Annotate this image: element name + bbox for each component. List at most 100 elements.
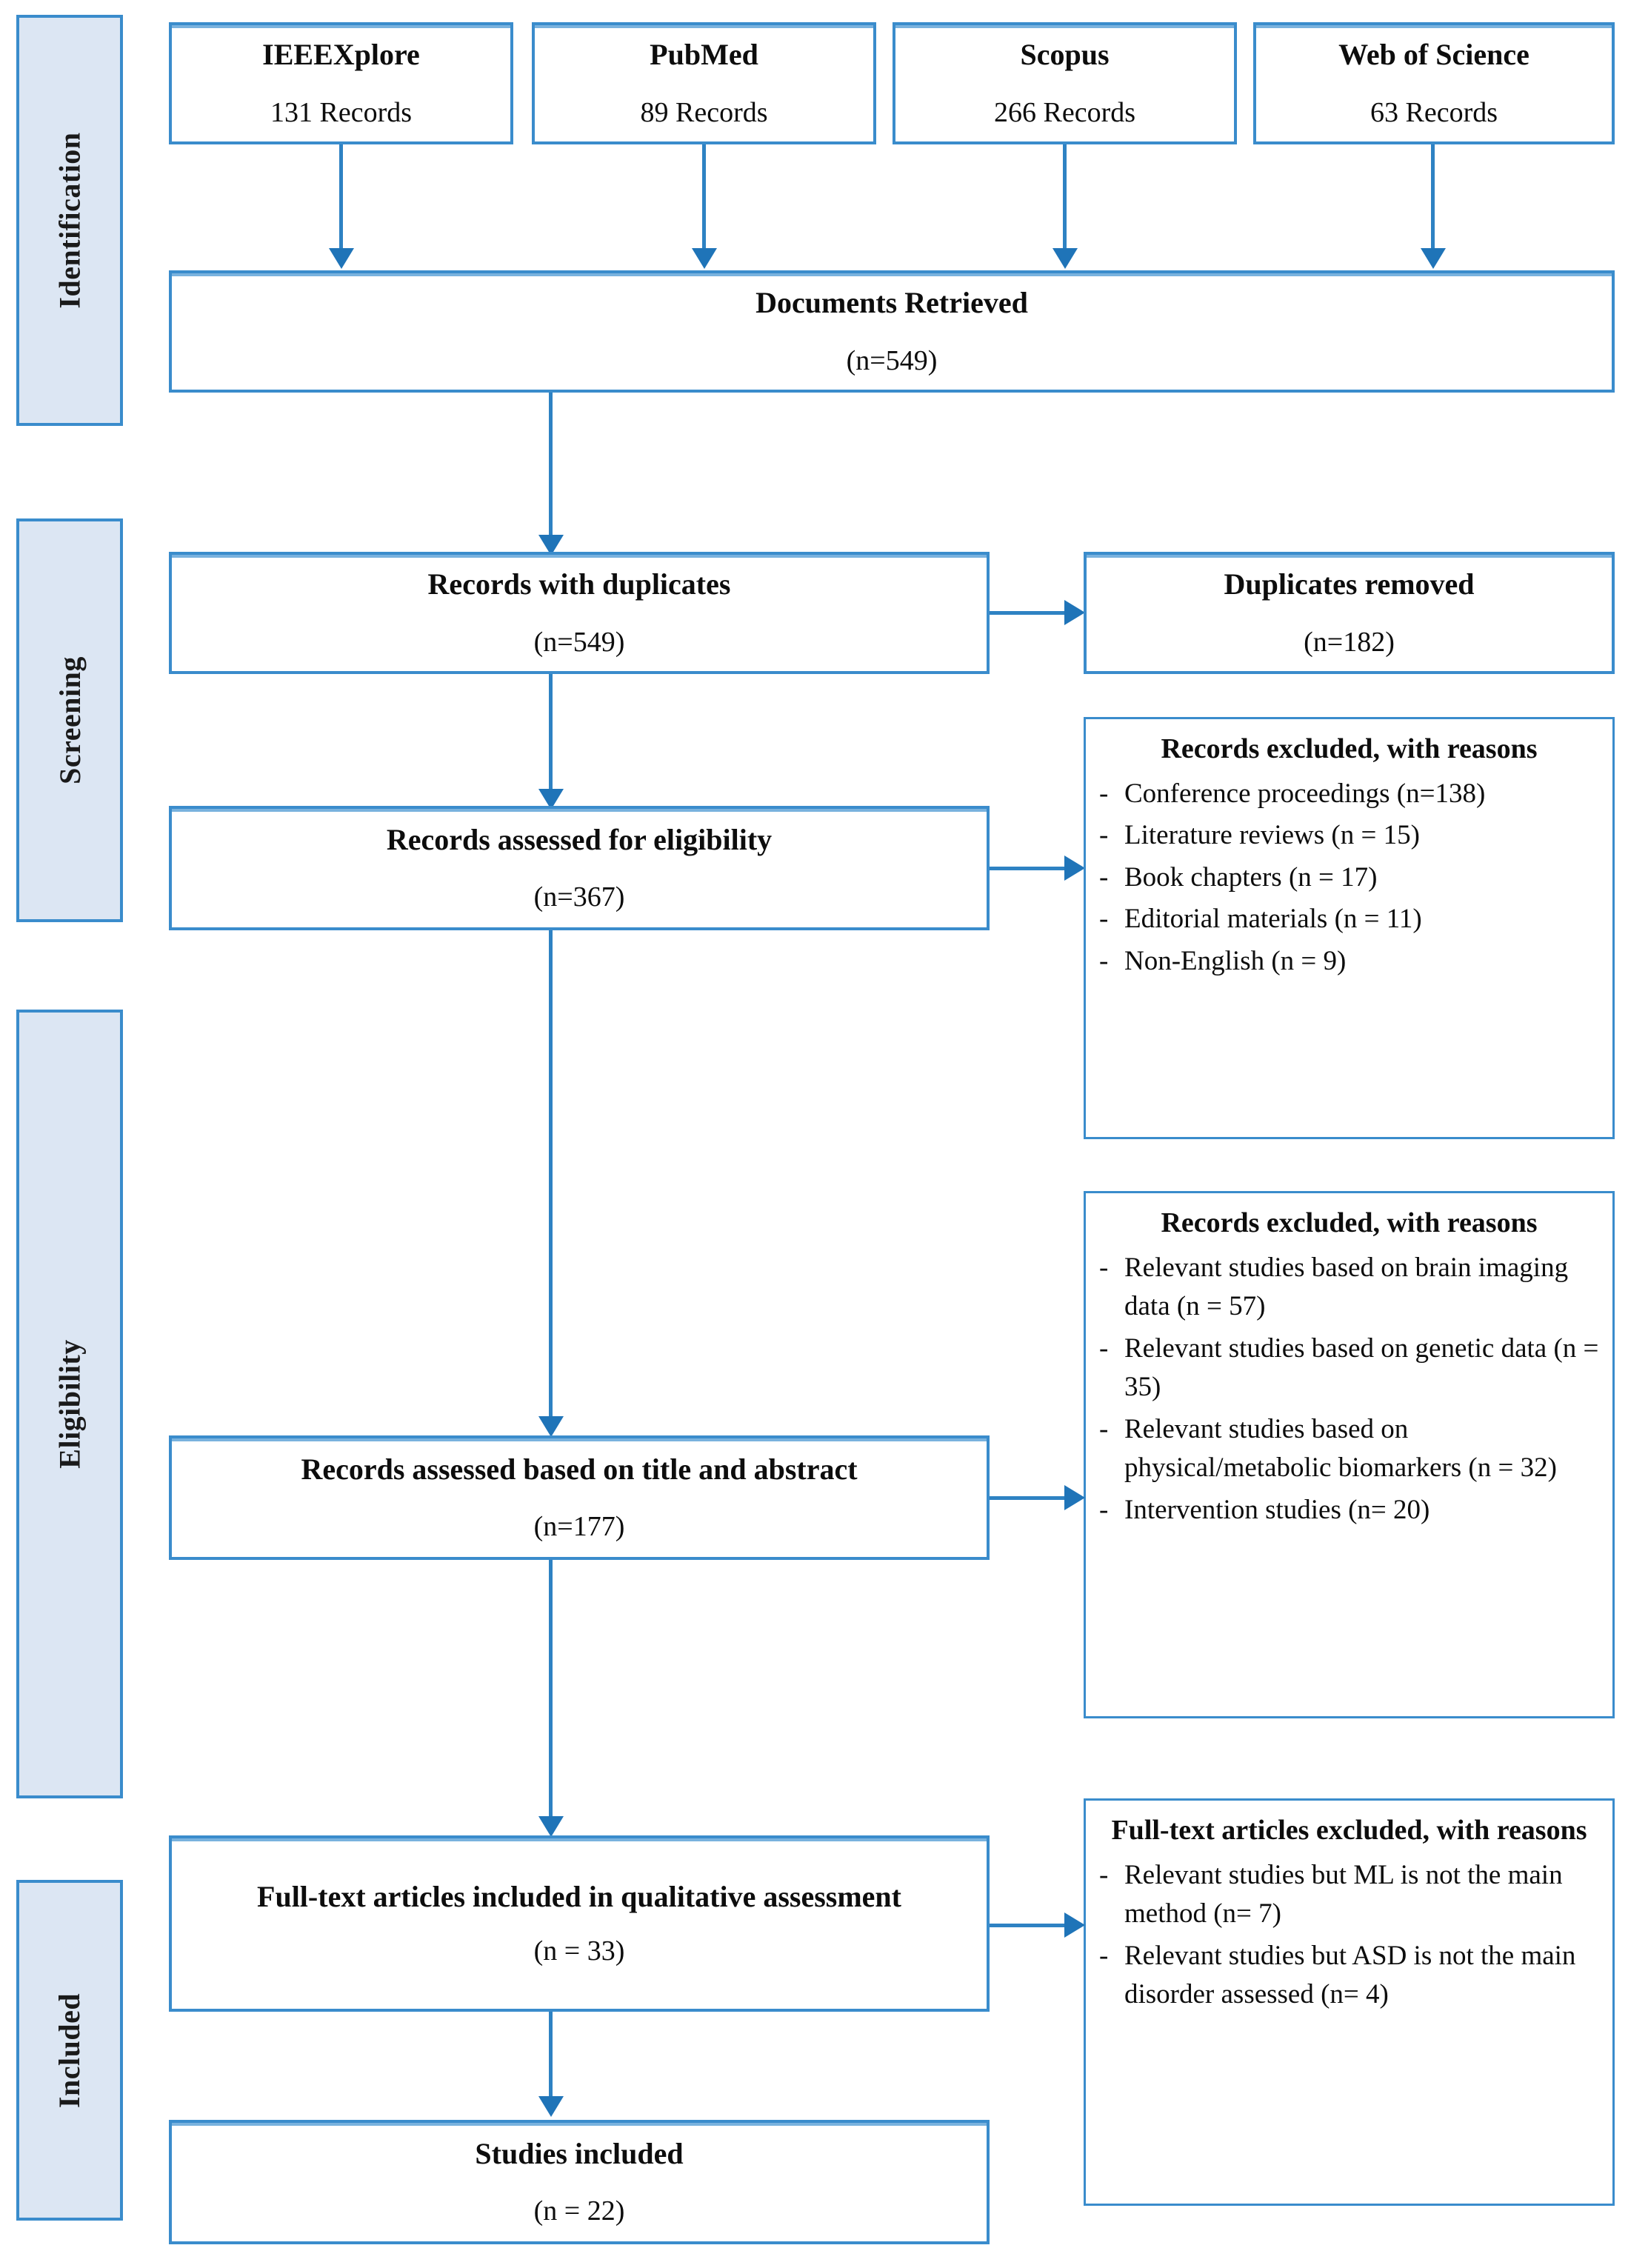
box-count: (n=549) xyxy=(846,344,938,376)
list-item: -Book chapters (n = 17) xyxy=(1099,858,1599,898)
source-box-pubmed: PubMed 89 Records xyxy=(532,22,876,144)
bullet-dash: - xyxy=(1099,1413,1109,1444)
box-title: Full-text articles included in qualitati… xyxy=(257,1879,901,1913)
bullet-dash: - xyxy=(1099,945,1109,976)
connector-eligibility-to-title-abstract xyxy=(549,930,553,1423)
list-item: -Editorial materials (n = 11) xyxy=(1099,900,1599,939)
reason-text: Non-English (n = 9) xyxy=(1124,945,1347,976)
box-fulltext-excluded: Full-text articles excluded, with reason… xyxy=(1084,1798,1615,2206)
connector-title-abstract-to-excluded xyxy=(990,1496,1072,1500)
arrow-pubmed-to-retrieved xyxy=(692,248,717,269)
list-item: -Relevant studies based on brain imaging… xyxy=(1099,1249,1599,1327)
connector-wos-to-retrieved xyxy=(1431,144,1435,252)
bullet-dash: - xyxy=(1099,861,1109,893)
excluded-reason-list: -Conference proceedings (n=138) -Literat… xyxy=(1099,772,1599,981)
box-studies-included: Studies included (n = 22) xyxy=(169,2120,990,2244)
connector-eligibility-to-excluded xyxy=(990,867,1072,870)
box-count: (n=549) xyxy=(533,626,625,658)
source-records: 89 Records xyxy=(640,96,768,128)
reason-text: Conference proceedings (n=138) xyxy=(1124,778,1486,809)
arrow-title-abstract-to-fulltext xyxy=(538,1816,564,1837)
connector-duplicates-to-removed xyxy=(990,611,1072,615)
source-box-scopus: Scopus 266 Records xyxy=(893,22,1237,144)
bullet-dash: - xyxy=(1099,904,1109,935)
arrow-eligibility-to-excluded xyxy=(1064,855,1085,881)
stage-included-label: Included xyxy=(53,1992,87,2108)
list-item: -Non-English (n = 9) xyxy=(1099,942,1599,981)
box-duplicates-removed: Duplicates removed (n=182) xyxy=(1084,552,1615,674)
connector-title-abstract-to-fulltext xyxy=(549,1560,553,1823)
reason-text: Relevant studies based on brain imaging … xyxy=(1124,1252,1569,1322)
box-fulltext-included: Full-text articles included in qualitati… xyxy=(169,1835,990,2012)
stage-screening: Screening xyxy=(16,518,123,922)
reason-text: Book chapters (n = 17) xyxy=(1124,861,1378,893)
box-count: (n = 22) xyxy=(533,2195,625,2227)
stage-eligibility: Eligibility xyxy=(16,1010,123,1798)
box-title: Records assessed for eligibility xyxy=(386,822,773,856)
bullet-dash: - xyxy=(1099,1859,1109,1890)
excluded-title: Records excluded, with reasons xyxy=(1161,733,1538,764)
arrow-eligibility-to-title-abstract xyxy=(538,1416,564,1437)
reason-text: Relevant studies but ML is not the main … xyxy=(1124,1859,1563,1930)
bullet-dash: - xyxy=(1099,1940,1109,1971)
list-item: -Intervention studies (n= 20) xyxy=(1099,1491,1599,1530)
reason-text: Editorial materials (n = 11) xyxy=(1124,904,1422,935)
arrow-fulltext-to-studies xyxy=(538,2096,564,2117)
source-name: IEEEXplore xyxy=(262,38,420,72)
arrow-wos-to-retrieved xyxy=(1421,248,1446,269)
reason-text: Relevant studies based on genetic data (… xyxy=(1124,1333,1599,1403)
connector-retrieved-to-duplicates xyxy=(549,393,553,541)
source-name: PubMed xyxy=(650,38,758,72)
reason-text: Relevant studies but ASD is not the main… xyxy=(1124,1940,1576,2010)
source-records: 131 Records xyxy=(270,96,413,128)
stage-eligibility-label: Eligibility xyxy=(53,1339,87,1469)
stage-screening-label: Screening xyxy=(53,656,87,784)
bullet-dash: - xyxy=(1099,1494,1109,1525)
bullet-dash: - xyxy=(1099,1333,1109,1364)
stage-identification: Identification xyxy=(16,15,123,426)
box-records-with-duplicates: Records with duplicates (n=549) xyxy=(169,552,990,674)
connector-fulltext-to-studies xyxy=(549,2012,553,2102)
connector-scopus-to-retrieved xyxy=(1063,144,1067,252)
excluded-reason-list: -Relevant studies based on brain imaging… xyxy=(1099,1246,1599,1530)
connector-ieeexplore-to-retrieved xyxy=(339,144,343,252)
arrow-ieeexplore-to-retrieved xyxy=(329,248,354,269)
list-item: -Relevant studies but ML is not the main… xyxy=(1099,1856,1599,1934)
box-title: Documents Retrieved xyxy=(755,286,1028,320)
excluded-title: Full-text articles excluded, with reason… xyxy=(1111,1815,1587,1846)
arrow-duplicates-to-removed xyxy=(1064,600,1085,625)
box-title: Duplicates removed xyxy=(1224,567,1475,601)
excluded-title: Records excluded, with reasons xyxy=(1161,1207,1538,1238)
bullet-dash: - xyxy=(1099,1252,1109,1283)
stage-included: Included xyxy=(16,1880,123,2221)
reason-text: Intervention studies (n= 20) xyxy=(1124,1494,1430,1525)
box-records-excluded-screening: Records excluded, with reasons -Conferen… xyxy=(1084,717,1615,1139)
box-title: Studies included xyxy=(475,2136,684,2170)
box-count: (n=367) xyxy=(533,881,625,913)
list-item: -Relevant studies based on physical/meta… xyxy=(1099,1410,1599,1488)
connector-fulltext-to-excluded xyxy=(990,1924,1072,1927)
box-title: Records assessed based on title and abst… xyxy=(301,1452,858,1486)
list-item: -Conference proceedings (n=138) xyxy=(1099,775,1599,814)
list-item: -Relevant studies but ASD is not the mai… xyxy=(1099,1937,1599,2015)
stage-identification-label: Identification xyxy=(53,132,87,309)
box-records-excluded-eligibility: Records excluded, with reasons -Relevant… xyxy=(1084,1191,1615,1718)
source-records: 266 Records xyxy=(993,96,1136,128)
reason-text: Relevant studies based on physical/metab… xyxy=(1124,1413,1557,1484)
box-count: (n=182) xyxy=(1304,626,1395,658)
bullet-dash: - xyxy=(1099,778,1109,809)
source-name: Scopus xyxy=(1020,38,1110,72)
excluded-reason-list: -Relevant studies but ML is not the main… xyxy=(1099,1853,1599,2015)
connector-duplicates-to-eligibility xyxy=(549,674,553,796)
list-item: -Literature reviews (n = 15) xyxy=(1099,816,1599,855)
reason-text: Literature reviews (n = 15) xyxy=(1124,820,1420,851)
source-box-web-of-science: Web of Science 63 Records xyxy=(1253,22,1615,144)
box-count: (n = 33) xyxy=(533,1935,625,1967)
arrow-scopus-to-retrieved xyxy=(1052,248,1078,269)
arrow-fulltext-to-excluded xyxy=(1064,1912,1085,1938)
box-count: (n=177) xyxy=(533,1511,625,1543)
list-item: -Relevant studies based on genetic data … xyxy=(1099,1330,1599,1407)
source-name: Web of Science xyxy=(1338,38,1529,72)
source-records: 63 Records xyxy=(1370,96,1498,128)
